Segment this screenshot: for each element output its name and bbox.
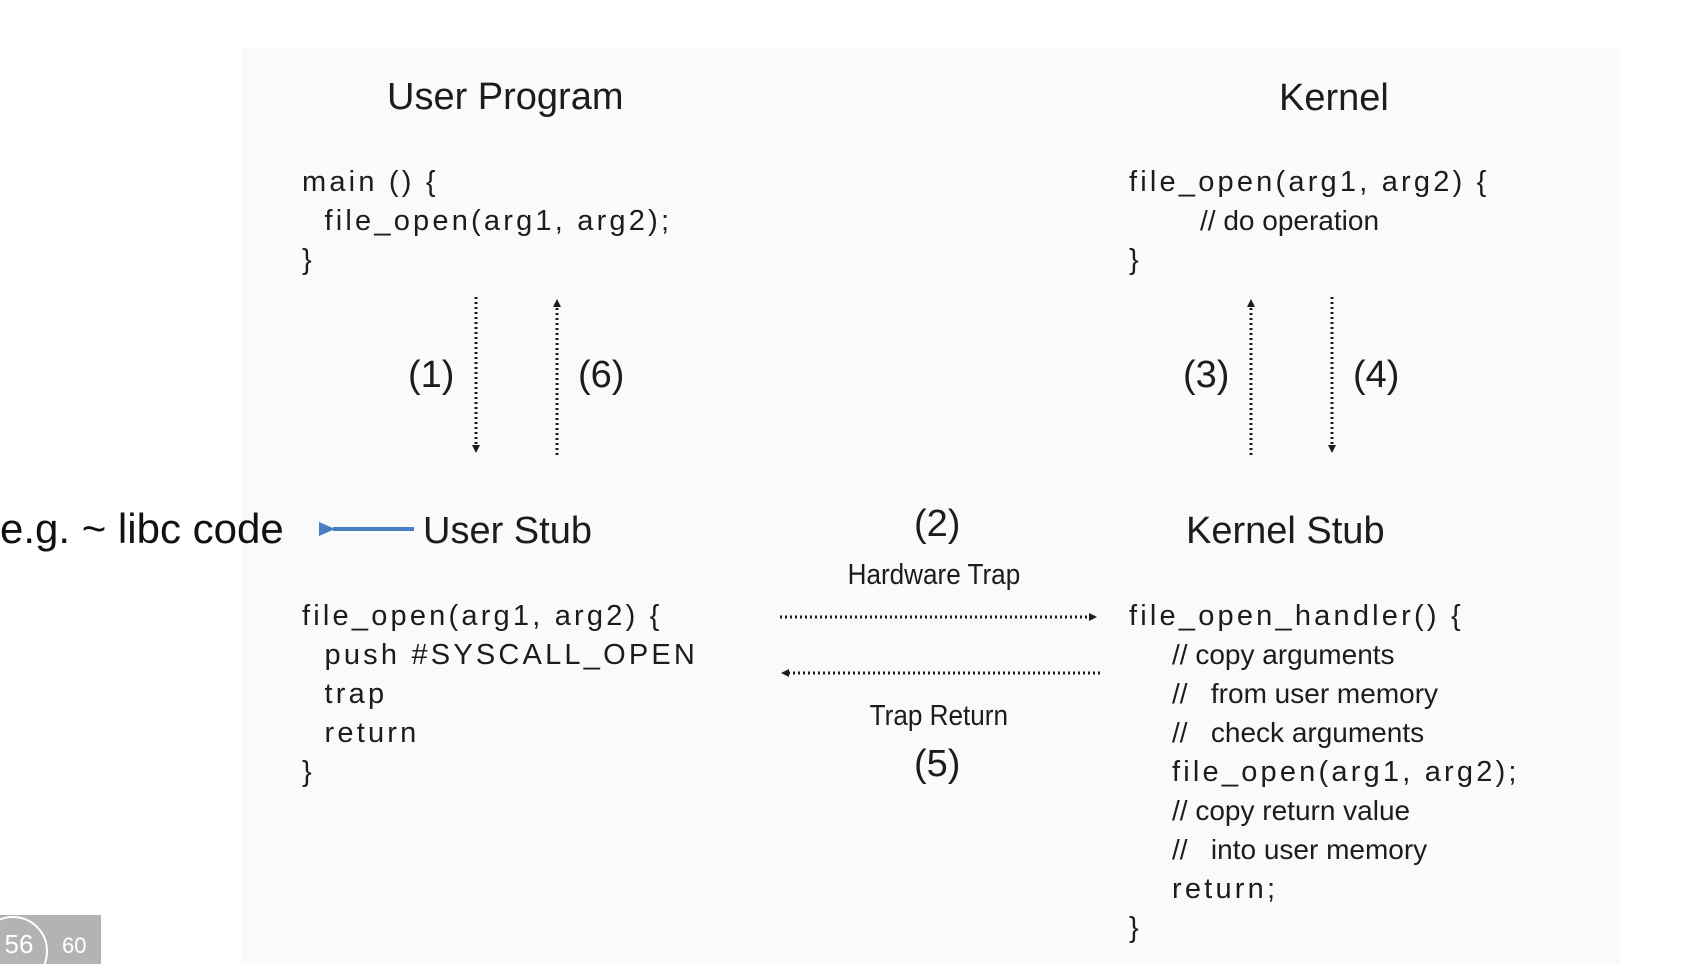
user-stub-line-3: trap bbox=[302, 678, 388, 710]
trap-return-label: Trap Return bbox=[869, 700, 1008, 732]
user-stub-heading: User Stub bbox=[423, 510, 592, 552]
step-3-label: (3) bbox=[1183, 354, 1230, 396]
kernel-stub-header: file_open_handler() { bbox=[1129, 600, 1464, 632]
kernel-line-3: } bbox=[1129, 244, 1142, 276]
user-program-line-2: file_open(arg1, arg2); bbox=[302, 205, 673, 237]
kernel-stub-comment-3: // check arguments bbox=[1172, 717, 1425, 748]
step-5-label: (5) bbox=[914, 743, 961, 785]
user-program-heading: User Program bbox=[387, 76, 624, 118]
kernel-heading: Kernel bbox=[1279, 77, 1389, 119]
slide-number: 56 bbox=[4, 929, 34, 959]
slide-total: 60 bbox=[62, 933, 87, 958]
step-1-label: (1) bbox=[408, 354, 455, 396]
kernel-stub-close: } bbox=[1129, 912, 1142, 944]
user-program-line-1: main () { bbox=[302, 166, 439, 198]
kernel-line-2: // do operation bbox=[1200, 205, 1380, 236]
user-program-line-3: } bbox=[302, 244, 315, 276]
kernel-stub-return: return; bbox=[1172, 873, 1279, 905]
kernel-line-1: file_open(arg1, arg2) { bbox=[1129, 166, 1490, 198]
step-4-label: (4) bbox=[1353, 354, 1400, 396]
step-6-label: (6) bbox=[578, 354, 625, 396]
kernel-stub-call: file_open(arg1, arg2); bbox=[1172, 756, 1520, 788]
user-stub-line-5: } bbox=[302, 756, 315, 788]
kernel-stub-comment-1: // copy arguments bbox=[1172, 639, 1395, 670]
diagram-background bbox=[241, 48, 1620, 964]
kernel-stub-comment-2: // from user memory bbox=[1172, 678, 1439, 709]
libc-annotation: e.g. ~ libc code bbox=[0, 505, 284, 552]
kernel-stub-heading: Kernel Stub bbox=[1186, 510, 1385, 552]
hardware-trap-label: Hardware Trap bbox=[847, 559, 1021, 591]
user-stub-line-4: return bbox=[302, 717, 420, 749]
step-2-label: (2) bbox=[914, 503, 961, 545]
kernel-stub-comment-5: // into user memory bbox=[1172, 834, 1428, 865]
user-stub-line-2: push #SYSCALL_OPEN bbox=[302, 639, 699, 671]
user-stub-line-1: file_open(arg1, arg2) { bbox=[302, 600, 663, 632]
kernel-stub-comment-4: // copy return value bbox=[1172, 795, 1411, 826]
